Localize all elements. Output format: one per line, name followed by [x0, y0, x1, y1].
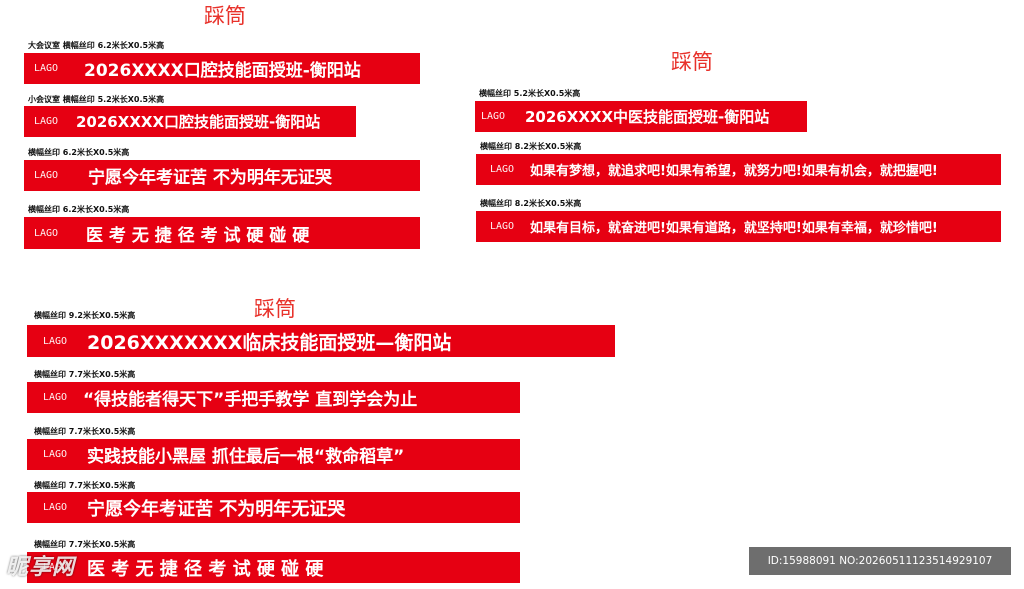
banner-text: “得技能者得天下”手把手教学 直到学会为止: [83, 390, 418, 410]
banner-text: 如果有梦想，就追求吧!如果有希望，就努力吧!如果有机会，就把握吧!: [530, 164, 938, 179]
banner-spec-label: 横幅丝印 6.2米长X0.5米高: [28, 148, 130, 157]
banner-spec-label: 横幅丝印 7.7米长X0.5米高: [34, 370, 136, 379]
logo-text: LAGO: [490, 221, 515, 232]
banner: LAGO 2026XXXX中医技能面授班-衡阳站: [475, 101, 807, 132]
section-title: 踩筒: [254, 297, 296, 321]
section-title: 踩筒: [204, 4, 246, 28]
banner-spec-label: 横幅丝印 8.2米长X0.5米高: [480, 199, 582, 208]
logo-text: LAGO: [490, 164, 515, 175]
banner-spec-label: 横幅丝印 6.2米长X0.5米高: [28, 205, 130, 214]
logo-text: LAGO: [34, 227, 59, 239]
banner: LAGO 2026XXXXXXX临床技能面授班—衡阳站: [27, 325, 615, 357]
banner-text: 如果有目标，就奋进吧!如果有道路，就坚持吧!如果有幸福，就珍惜吧!: [530, 221, 938, 236]
banner-spec-label: 大会议室 横幅丝印 6.2米长X0.5米高: [28, 41, 165, 50]
banner: LAGO 2026XXXX口腔技能面授班-衡阳站: [24, 53, 420, 84]
banner-spec-label: 横幅丝印 7.7米长X0.5米高: [34, 540, 136, 549]
banner: LAGO 实践技能小黑屋 抓住最后一根“救命稻草”: [27, 439, 520, 470]
logo-text: LAGO: [43, 392, 68, 403]
banner-text: 2026XXXXXXX临床技能面授班—衡阳站: [87, 331, 452, 354]
banner: LAGO 宁愿今年考证苦 不为明年无证哭: [27, 492, 520, 523]
banner: LAGO 医 考 无 捷 径 考 试 硬 碰 硬: [27, 552, 520, 583]
banner-text: 实践技能小黑屋 抓住最后一根“救命稻草”: [87, 447, 405, 467]
banner-spec-label: 横幅丝印 9.2米长X0.5米高: [34, 311, 136, 320]
banner: LAGO 宁愿今年考证苦 不为明年无证哭: [24, 160, 420, 191]
banner-text: 2026XXXX口腔技能面授班-衡阳站: [76, 113, 321, 131]
logo-text: LAGO: [34, 116, 59, 127]
logo-text: LAGO: [43, 502, 68, 513]
banner-spec-label: 横幅丝印 8.2米长X0.5米高: [480, 142, 582, 151]
banner: LAGO 2026XXXX口腔技能面授班-衡阳站: [24, 106, 356, 137]
banner-spec-label: 小会议室 横幅丝印 5.2米长X0.5米高: [28, 95, 165, 104]
banner-spec-label: 横幅丝印 5.2米长X0.5米高: [479, 89, 581, 98]
logo-text: LAGO: [43, 562, 68, 573]
logo-text: LAGO: [34, 170, 59, 181]
section-title: 踩筒: [671, 50, 713, 74]
banner: LAGO 如果有目标，就奋进吧!如果有道路，就坚持吧!如果有幸福，就珍惜吧!: [476, 211, 1001, 242]
banner-text: 2026XXXX中医技能面授班-衡阳站: [525, 108, 770, 126]
logo-text: LAGO: [43, 449, 68, 460]
logo-text: LAGO: [34, 63, 59, 74]
banner: LAGO “得技能者得天下”手把手教学 直到学会为止: [27, 382, 520, 413]
banner-spec-label: 横幅丝印 7.7米长X0.5米高: [34, 427, 136, 436]
banner-text: 2026XXXX口腔技能面授班-衡阳站: [84, 61, 361, 81]
watermark-id-info: ID:15988091 NO:20260511123514929107: [749, 547, 1011, 575]
banner-text: 医 考 无 捷 径 考 试 硬 碰 硬: [86, 225, 310, 246]
banner: LAGO 医 考 无 捷 径 考 试 硬 碰 硬: [24, 217, 420, 249]
banner: LAGO 如果有梦想，就追求吧!如果有希望，就努力吧!如果有机会，就把握吧!: [476, 154, 1001, 185]
banner-spec-label: 横幅丝印 7.7米长X0.5米高: [34, 481, 136, 490]
banner-text: 医 考 无 捷 径 考 试 硬 碰 硬: [87, 558, 324, 580]
watermark-site-logo: 昵享网: [6, 555, 76, 580]
logo-text: LAGO: [481, 111, 506, 122]
logo-text: LAGO: [43, 335, 68, 347]
banner-text: 宁愿今年考证苦 不为明年无证哭: [88, 168, 332, 188]
banner-text: 宁愿今年考证苦 不为明年无证哭: [87, 498, 346, 520]
